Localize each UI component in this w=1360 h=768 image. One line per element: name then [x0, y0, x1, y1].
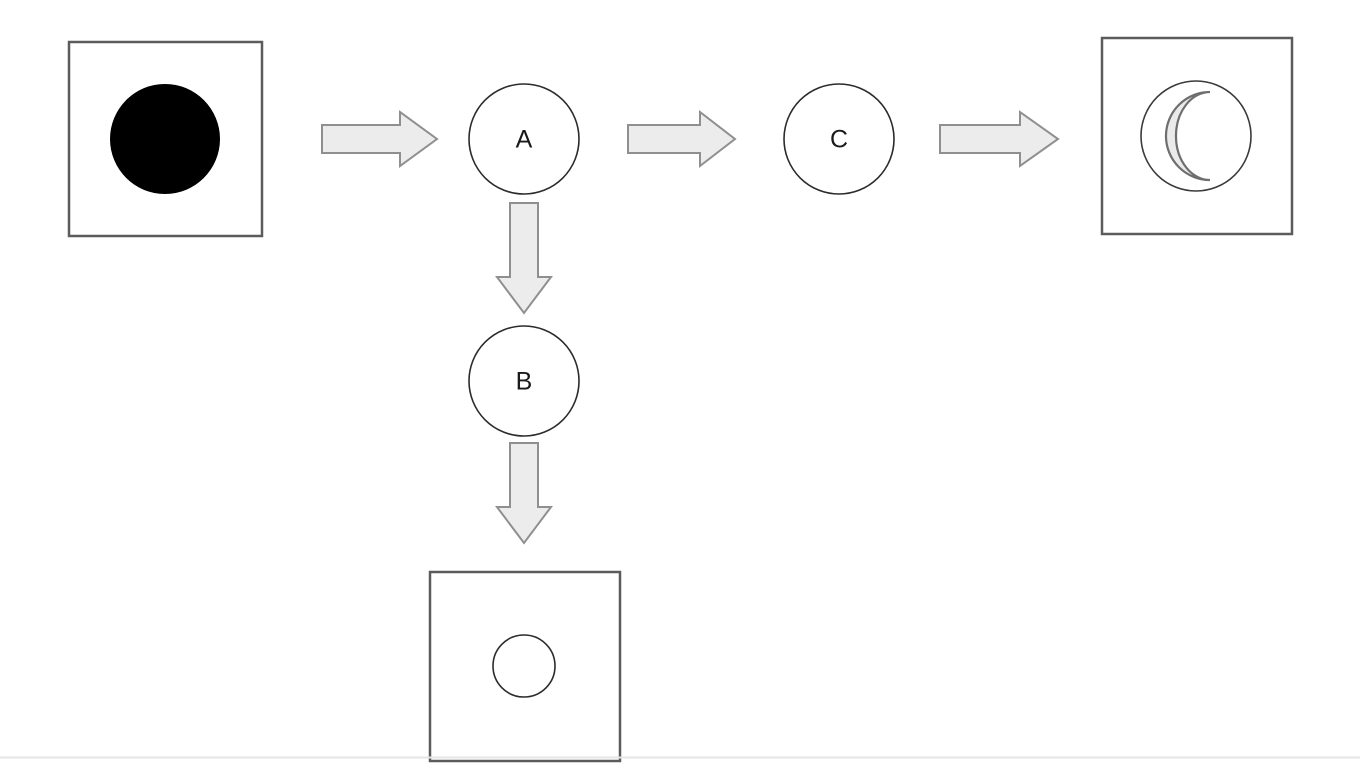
- node-a-circle: [468, 83, 580, 195]
- node-a-label: A: [516, 126, 533, 154]
- arrow-a-to-b[interactable]: [495, 202, 553, 315]
- node-b-label: B: [516, 368, 533, 396]
- crescent-moon-icon: [1164, 90, 1211, 182]
- source-state-frame[interactable]: [67, 40, 264, 238]
- node-a[interactable]: A: [468, 83, 580, 195]
- node-c-label: C: [830, 126, 848, 154]
- node-b-circle: [468, 325, 580, 437]
- arrow-b-to-bottom[interactable]: [495, 442, 553, 545]
- arrow-a-to-c[interactable]: [627, 109, 737, 169]
- arrow-down-glyph: [495, 202, 553, 315]
- arrow-source-to-a[interactable]: [321, 110, 439, 168]
- arrow-c-to-result[interactable]: [939, 110, 1060, 168]
- bottom-state-frame[interactable]: [428, 570, 622, 763]
- filled-circle-icon: [110, 84, 220, 194]
- node-c[interactable]: C: [783, 83, 895, 195]
- arrow-right-glyph: [939, 110, 1060, 168]
- result-state-frame[interactable]: [1100, 36, 1294, 236]
- node-b[interactable]: B: [468, 325, 580, 437]
- arrow-right-glyph: [321, 110, 439, 168]
- crescent-moon-in-circle-icon: [1140, 80, 1252, 192]
- arrow-right-glyph: [627, 109, 737, 169]
- arrow-down-glyph: [495, 442, 553, 545]
- node-c-circle: [783, 83, 895, 195]
- moon-outer-circle: [1140, 80, 1252, 192]
- hollow-circle-icon: [492, 634, 556, 698]
